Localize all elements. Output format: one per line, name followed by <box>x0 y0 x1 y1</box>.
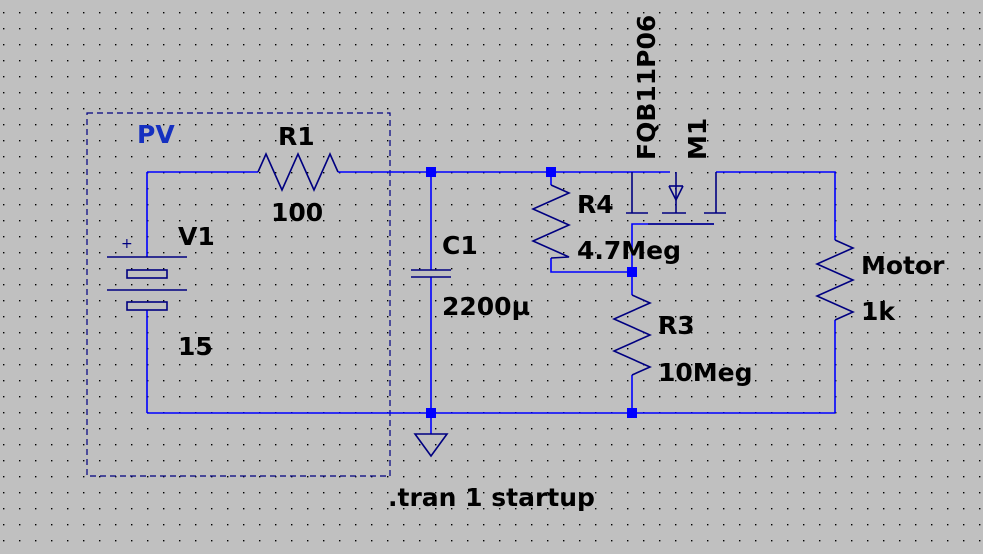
motor-ref-label: Motor <box>861 251 945 280</box>
r3-ref-label: R3 <box>658 311 695 340</box>
r4-ref-label: R4 <box>577 190 614 219</box>
node-r4-top <box>546 167 556 177</box>
c1-ref-label: C1 <box>442 231 478 260</box>
resistor-r4-symbol[interactable] <box>531 184 571 259</box>
wire-drain-to-motor <box>716 171 836 240</box>
mosfet-m1-symbol[interactable] <box>626 172 726 225</box>
resistor-r1-symbol[interactable] <box>257 152 339 192</box>
v1-value-label: 15 <box>178 332 213 361</box>
motor-value-label: 1k <box>861 297 896 326</box>
spice-directive[interactable]: .tran 1 startup <box>388 483 595 512</box>
plus-sign: + <box>121 236 133 252</box>
node-c1-bottom <box>426 408 436 418</box>
r1-ref-label: R1 <box>278 122 315 151</box>
resistor-motor-symbol[interactable] <box>815 239 855 321</box>
c1-value-label: 2200µ <box>442 292 530 321</box>
node-r3-bottom <box>627 408 637 418</box>
pv-block-label: PV <box>137 120 175 149</box>
v1-ref-label: V1 <box>178 222 215 251</box>
r4-value-label: 4.7Meg <box>577 236 681 265</box>
r3-value-label: 10Meg <box>658 358 753 387</box>
node-c1-top <box>426 167 436 177</box>
m1-model-label: FQB11P06 <box>632 15 661 160</box>
battery-v1-symbol[interactable]: + <box>107 236 187 311</box>
junction-dots <box>426 167 637 418</box>
node-gate <box>627 267 637 277</box>
ground-symbol[interactable] <box>413 433 449 458</box>
pv-block-outline[interactable] <box>86 112 391 477</box>
capacitor-c1-symbol[interactable] <box>411 269 451 278</box>
m1-ref-label: M1 <box>683 118 712 160</box>
wire-r4-bottom <box>550 258 632 273</box>
r1-value-label: 100 <box>271 198 323 227</box>
resistor-r3-symbol[interactable] <box>612 294 652 376</box>
